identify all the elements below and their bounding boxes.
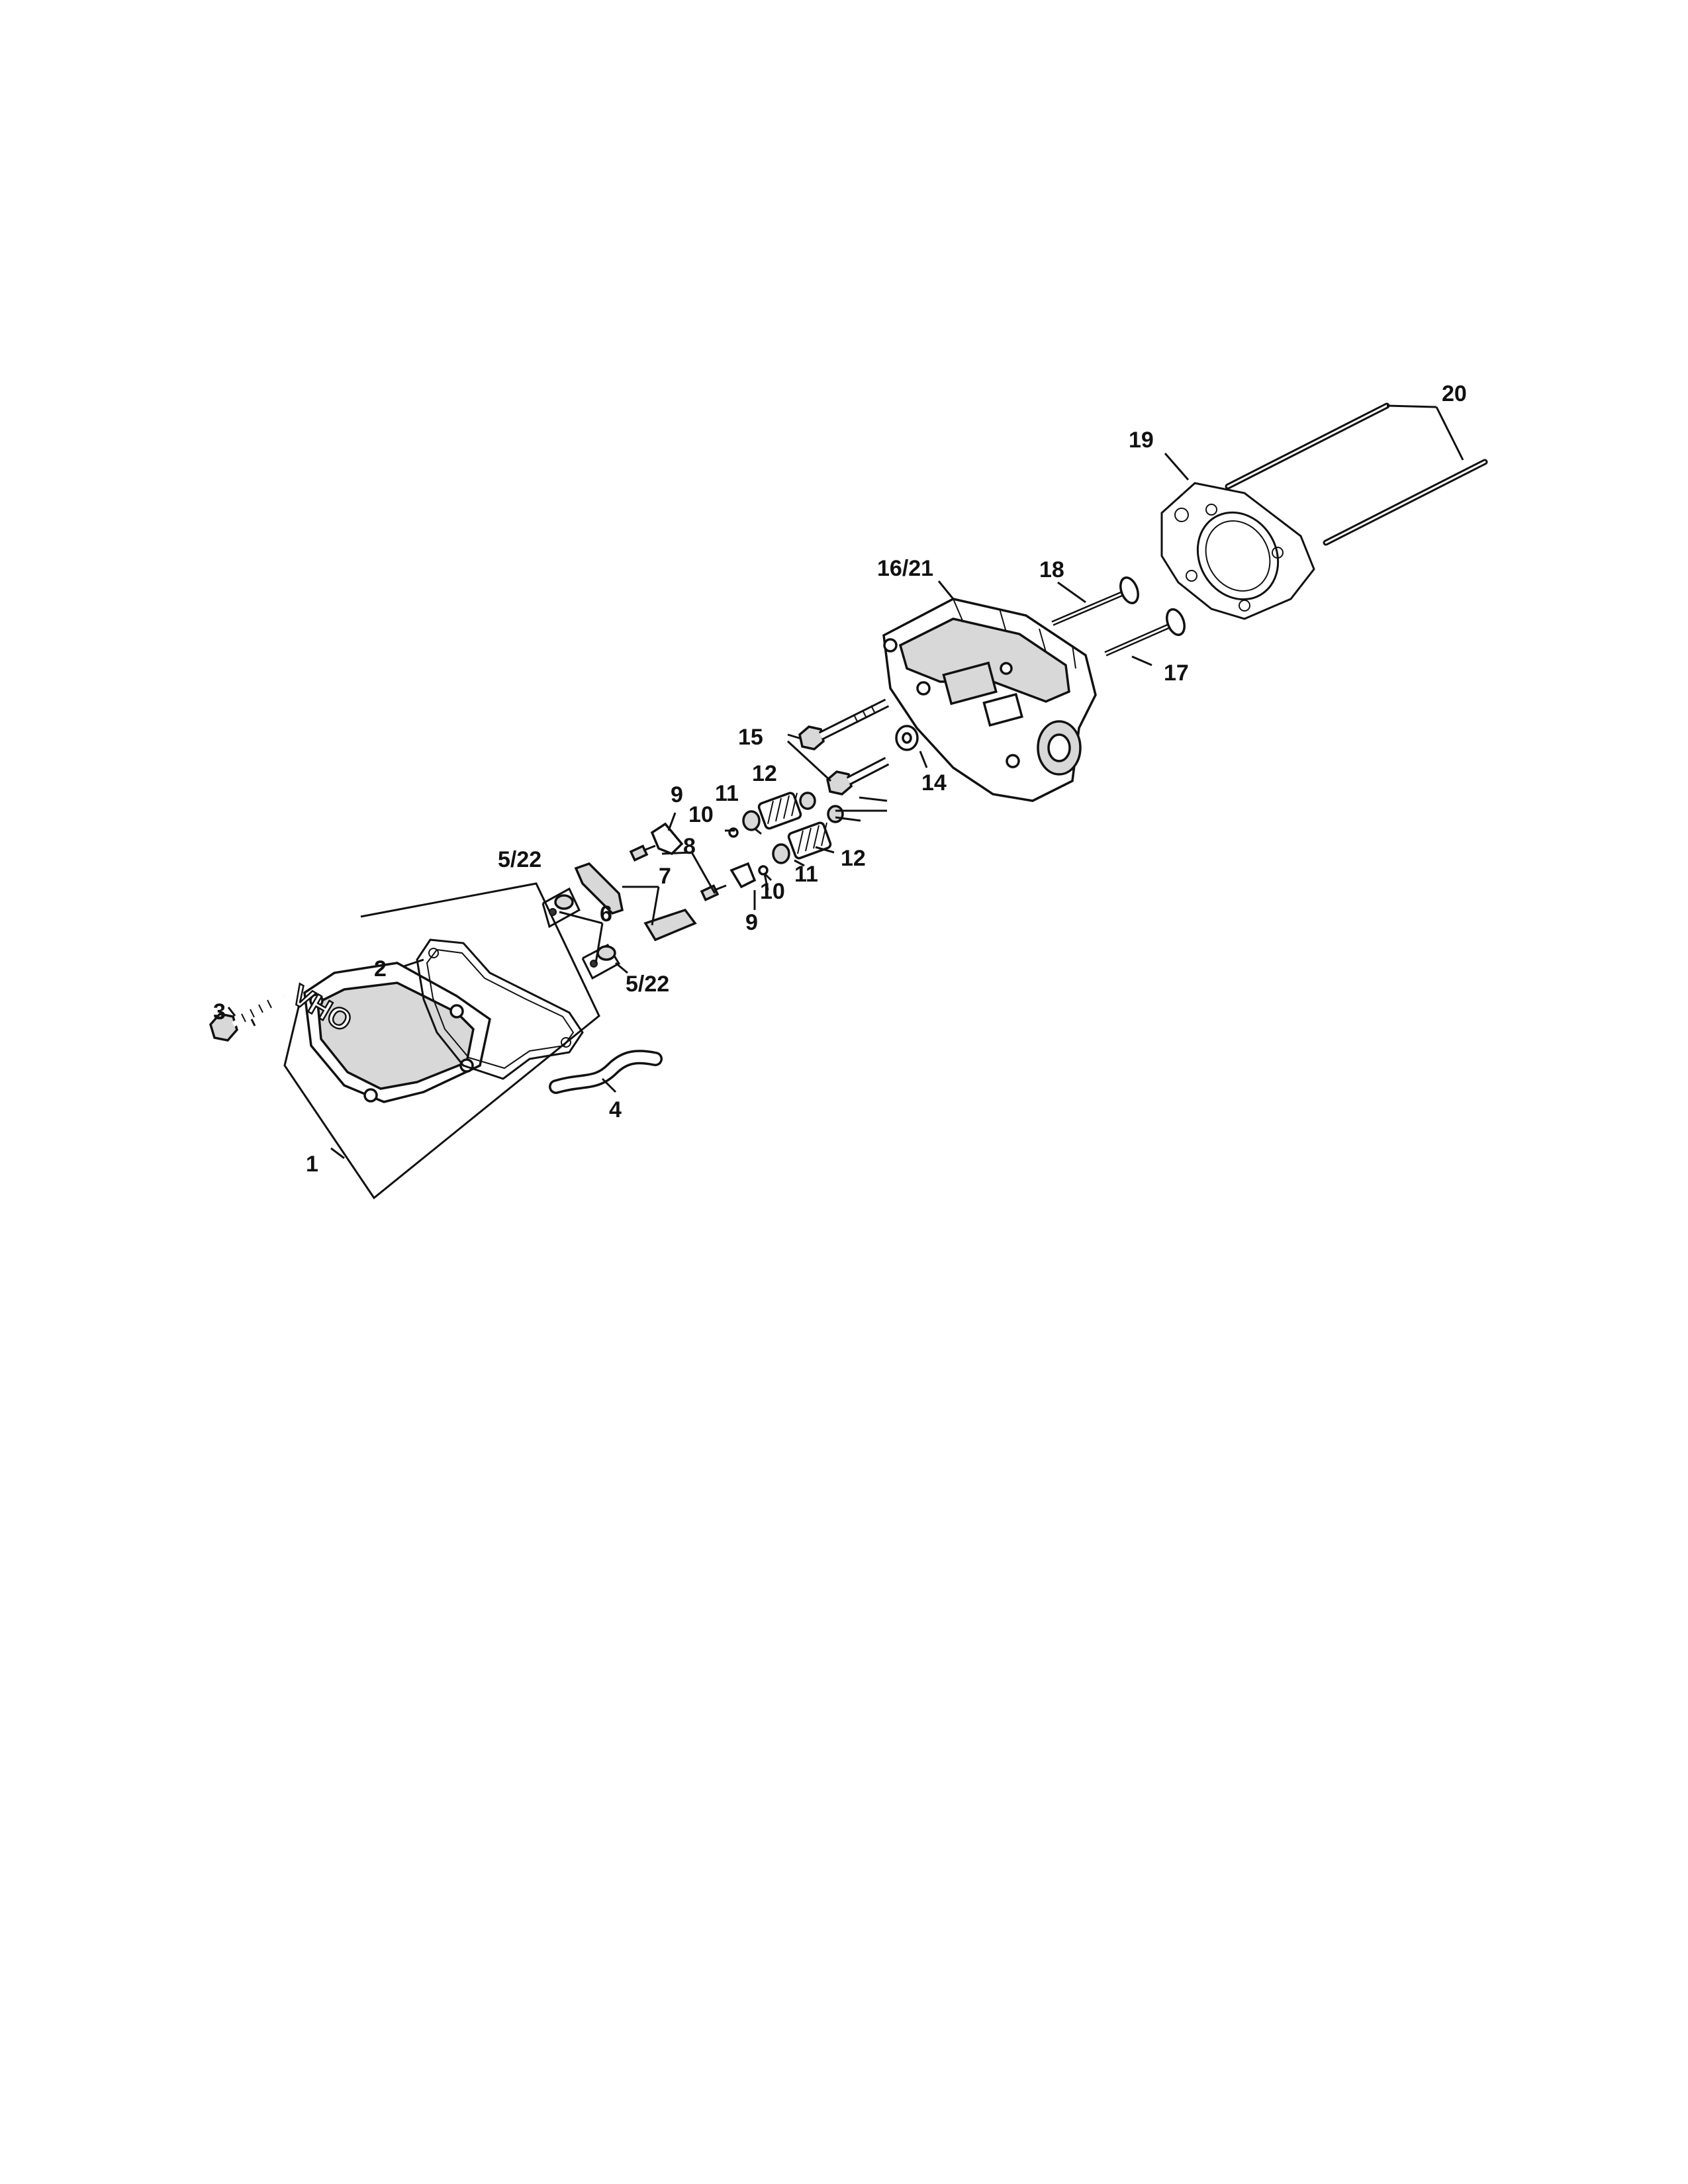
retainer-upper	[742, 810, 761, 831]
callout-8: 8	[683, 834, 696, 859]
leader-lines	[227, 404, 1464, 1160]
callout-5-22-upper: 5/22	[498, 847, 541, 872]
head-bolt-upper	[798, 698, 890, 751]
adjust-screw-upper	[629, 844, 656, 862]
rocker-arm-upper	[574, 862, 624, 915]
callout-20: 20	[1442, 381, 1467, 406]
callout-17: 17	[1164, 660, 1189, 686]
callout-12-upper: 12	[752, 761, 777, 786]
callout-18: 18	[1039, 557, 1064, 582]
callout-1: 1	[306, 1152, 318, 1177]
callout-5-22-lower: 5/22	[626, 972, 669, 997]
callout-12-lower: 12	[841, 846, 866, 871]
callout-3: 3	[213, 999, 226, 1024]
callout-10-upper: 10	[688, 802, 714, 827]
assembly-bracket	[283, 882, 600, 1200]
retainer-lower	[772, 843, 790, 864]
valve-seal-lower	[827, 805, 844, 823]
breather-hose	[549, 1050, 663, 1094]
cylinder-head	[882, 598, 1097, 802]
callout-7: 7	[659, 864, 671, 889]
push-rod-upper	[1225, 402, 1390, 490]
callout-2: 2	[374, 956, 387, 981]
callout-9-upper: 9	[671, 782, 683, 807]
valve-spring-lower	[787, 821, 832, 860]
cover-gasket	[416, 938, 584, 1080]
rocker-pivot-lower	[581, 944, 621, 980]
guide-plate-lower	[729, 862, 757, 889]
guide-plate-upper	[650, 822, 684, 856]
callout-11-lower: 11	[794, 862, 818, 887]
callout-6: 6	[600, 901, 612, 927]
push-rod-lower	[1323, 459, 1488, 546]
valve-cover: OHV	[285, 962, 491, 1103]
keeper-lower	[758, 865, 769, 876]
intake-valve	[1051, 576, 1139, 626]
washer	[895, 725, 919, 751]
callout-15: 15	[738, 725, 763, 750]
callout-11-upper: 11	[715, 781, 739, 806]
callout-10-lower: 10	[760, 879, 785, 904]
callout-19: 19	[1129, 428, 1154, 453]
callout-4: 4	[609, 1097, 622, 1122]
cover-bolt	[209, 993, 286, 1042]
valve-spring-upper	[757, 792, 802, 830]
callout-14: 14	[921, 770, 947, 796]
rocker-pivot-upper	[541, 887, 581, 929]
head-gasket	[1160, 482, 1315, 620]
valve-seal-upper	[799, 792, 816, 810]
callout-16-21: 16/21	[877, 556, 933, 581]
rocker-arm-lower	[643, 908, 697, 942]
callout-9-lower: 9	[745, 910, 758, 935]
head-bolt-lower	[826, 756, 890, 796]
exhaust-valve	[1104, 608, 1186, 657]
